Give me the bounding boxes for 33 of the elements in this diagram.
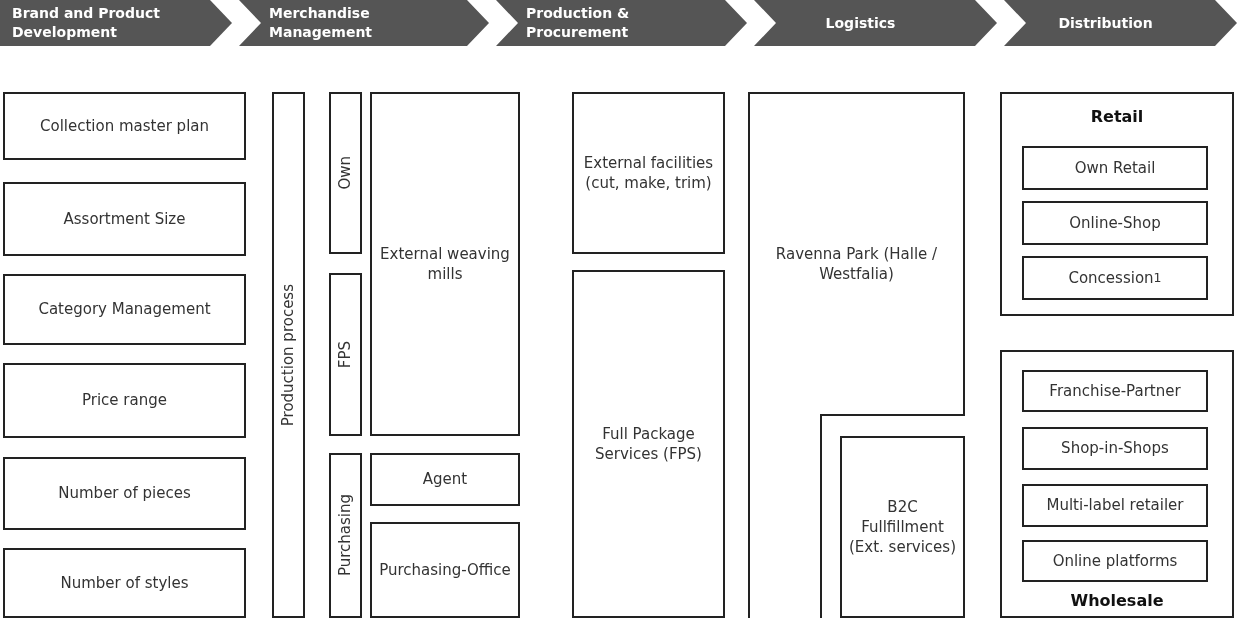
channel-group-panel: [1000, 350, 1234, 618]
process-box: Number of styles: [3, 548, 246, 618]
process-box: Own Retail: [1022, 146, 1208, 190]
process-box: Online-Shop: [1022, 201, 1208, 245]
process-box: Shop-in-Shops: [1022, 427, 1208, 470]
process-box: External facilities (cut, make, trim): [572, 92, 725, 254]
process-box: B2C Fullfillment (Ext. services): [840, 436, 965, 618]
group-heading: Wholesale: [1069, 590, 1165, 612]
stage-header-banner: Logistics: [754, 0, 997, 46]
stage-header-banner: Merchandise Management: [239, 0, 489, 46]
process-box: Category Management: [3, 274, 246, 345]
process-box: Price range: [3, 363, 246, 438]
process-box: Full Package Services (FPS): [572, 270, 725, 618]
facility-name: Ravenna Park (Halle / Westfalia): [774, 244, 939, 285]
facility-block: [748, 92, 965, 618]
stage-header-banner: Distribution: [1004, 0, 1237, 46]
process-box: Franchise-Partner: [1022, 370, 1208, 412]
process-box: Online platforms: [1022, 540, 1208, 582]
process-box: Agent: [370, 453, 520, 506]
stage-header-banner: Production & Procurement: [496, 0, 747, 46]
vertical-label-box: FPS: [329, 273, 362, 436]
vertical-label-box: Purchasing: [329, 453, 362, 618]
process-box: Assortment Size: [3, 182, 246, 256]
group-heading: Retail: [1089, 106, 1145, 128]
process-box: Number of pieces: [3, 457, 246, 530]
process-box: Collection master plan: [3, 92, 246, 160]
process-box: External weaving mills: [370, 92, 520, 436]
process-box: Multi-label retailer: [1022, 484, 1208, 527]
channel-group-panel: [1000, 92, 1234, 316]
process-box: Purchasing-Office: [370, 522, 520, 618]
vertical-label-box: Production process: [272, 92, 305, 618]
stage-header-banner: Brand and Product Development: [0, 0, 232, 46]
vertical-label-box: Own: [329, 92, 362, 254]
